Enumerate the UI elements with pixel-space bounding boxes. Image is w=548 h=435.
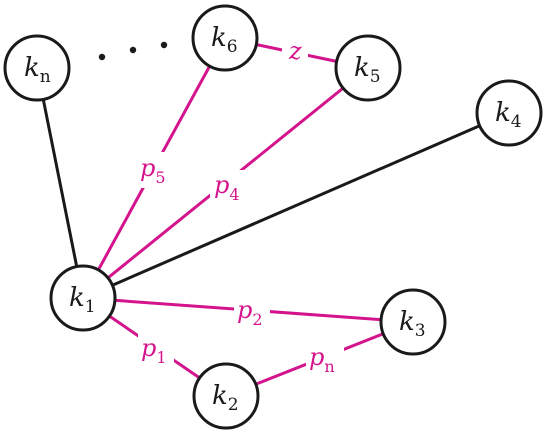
node-k2: k2 <box>192 362 260 430</box>
edge-label-p5: p5 <box>140 154 166 187</box>
node-k3: k3 <box>379 288 447 356</box>
edge-label-p4: p4 <box>214 171 240 204</box>
nodes: kn k6 k5 k4 k1 <box>3 4 543 430</box>
node-label: k1 <box>69 283 96 317</box>
edge-k1-kn <box>35 67 85 299</box>
node-k1: k1 <box>49 264 117 332</box>
node-label: k2 <box>212 381 239 415</box>
node-k5: k5 <box>334 34 402 102</box>
node-label: k6 <box>211 23 238 57</box>
node-label: k4 <box>495 98 522 132</box>
edge-labels: z p5 p4 p2 p1 pn <box>138 36 344 378</box>
edge-label-p1: p1 <box>141 334 167 367</box>
node-k6: k6 <box>191 4 259 72</box>
edge-label-z: z <box>288 37 302 65</box>
node-label: k5 <box>354 53 381 87</box>
edge-label-p2: p2 <box>237 296 263 329</box>
edge-label-pn: pn <box>309 343 335 376</box>
node-label: kn <box>24 53 51 87</box>
node-k4: k4 <box>475 79 543 147</box>
edge-k1-k4 <box>82 111 510 300</box>
ellipsis-dot <box>98 53 106 61</box>
node-label: k3 <box>399 307 426 341</box>
ellipsis-dot <box>160 41 168 49</box>
ellipsis-dot <box>129 46 137 54</box>
node-kn: kn <box>3 34 71 102</box>
ellipsis <box>98 41 168 61</box>
